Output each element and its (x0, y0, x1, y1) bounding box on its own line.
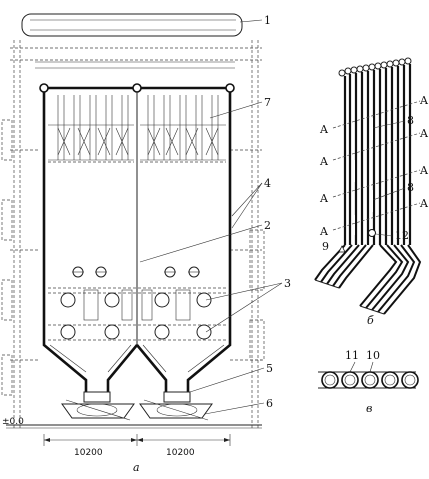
leader-lines-a (139, 19, 283, 415)
slag-removers (61, 391, 213, 421)
callout-2: 2 (264, 219, 271, 232)
dimension-left: 10200 (74, 448, 103, 458)
collector-left (39, 83, 49, 93)
collector-middle (132, 83, 142, 93)
furnace-left-wall (42, 92, 88, 392)
section-label-a-3: A (319, 155, 329, 168)
screen-bent-bottom (314, 244, 422, 315)
elevation-mark: ±0.0 (2, 417, 24, 427)
section-label-a-7: A (319, 225, 329, 238)
furnace-right-wall (186, 92, 232, 392)
callout-3: 3 (284, 277, 291, 290)
panel-a-caption: а (133, 461, 140, 474)
callout-6: 6 (266, 397, 273, 410)
section-label-a-6: A (419, 164, 429, 177)
panel-b-screen-panel: A A A A A A A A 8 8 12 9 б (314, 57, 429, 327)
marker-9 (338, 245, 346, 253)
tube-cross-sections (321, 371, 419, 389)
hopper-middle-left (106, 344, 139, 392)
section-label-a-5: A (319, 192, 329, 205)
marker-12 (368, 229, 376, 237)
section-label-a-1: A (319, 123, 329, 136)
callout-7: 7 (264, 96, 271, 109)
tube-slots (353, 118, 373, 235)
burners-upper (72, 266, 200, 278)
callout-8-upper: 8 (407, 114, 414, 127)
callout-8-lower: 8 (407, 181, 414, 194)
collector-right (225, 83, 235, 93)
dimension-right: 10200 (166, 448, 195, 458)
callout-4: 4 (264, 177, 271, 190)
callout-1: 1 (264, 14, 271, 27)
burners-lower (60, 289, 212, 340)
callout-10: 10 (366, 349, 380, 362)
panel-v-tube-section: 11 10 в (318, 349, 419, 415)
callout-12: 12 (395, 229, 409, 242)
top-header-duct (21, 13, 243, 37)
callout-9: 9 (322, 240, 329, 253)
section-label-a-4: A (419, 127, 429, 140)
hopper-middle-right (135, 344, 168, 392)
panel-a-boiler-section: 10200 10200 ±0.0 1 7 4 2 3 5 6 а (1, 13, 291, 474)
platen-screens (48, 95, 226, 163)
screen-header-collectors (338, 57, 412, 77)
screen-tubes (343, 64, 412, 245)
building-frame (1, 40, 265, 430)
section-lines (332, 100, 421, 231)
section-label-a-2: A (419, 94, 429, 107)
callout-5: 5 (266, 362, 273, 375)
panel-v-caption: в (366, 402, 372, 415)
dimension-line (43, 434, 231, 446)
panel-b-caption: б (367, 314, 374, 327)
section-label-a-8: A (419, 197, 429, 210)
callout-11: 11 (345, 349, 359, 362)
